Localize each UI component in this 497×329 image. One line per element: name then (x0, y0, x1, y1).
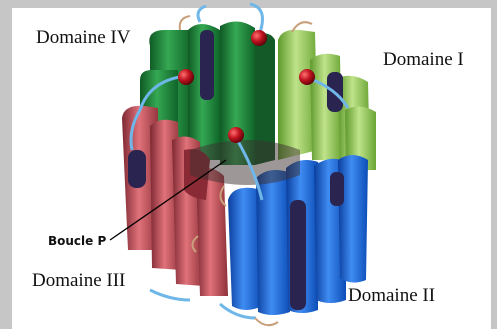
label-domain-iii: Domaine III (32, 270, 125, 292)
label-domain-i: Domaine I (383, 49, 464, 71)
label-domain-ii: Domaine II (348, 285, 435, 307)
label-p-loop: Boucle P (48, 234, 106, 248)
label-domain-iv: Domaine IV (36, 27, 130, 49)
